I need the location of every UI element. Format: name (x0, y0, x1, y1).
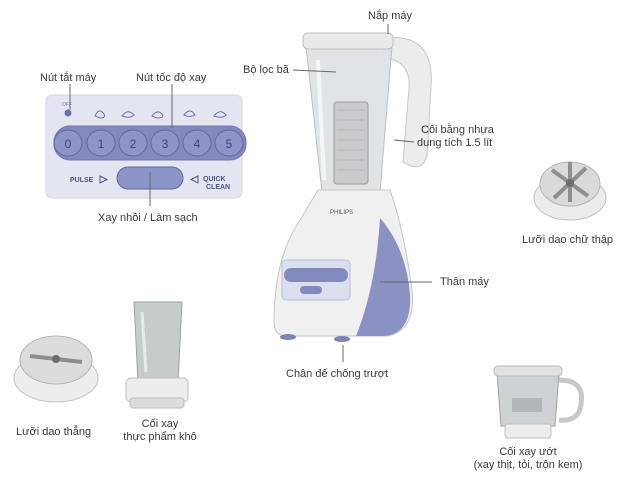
clean-text: CLEAN (206, 184, 230, 191)
leader-lines (69, 24, 432, 362)
label-anti-slip-feet: Chân đế chống trượt (286, 368, 389, 380)
label-cross-blade: Lưỡi dao chữ thập (522, 234, 614, 246)
label-dry-mill-line2: thực phẩm khô (123, 431, 197, 443)
label-dry-mill-line1: Cối xay (141, 418, 179, 430)
label-lid: Nắp máy (368, 10, 413, 22)
speed-button-label-1: 1 (98, 137, 105, 151)
label-straight-blade: Lưỡi dao thẳng (16, 426, 92, 438)
foot-left (280, 334, 296, 340)
speed-button-1[interactable] (86, 129, 116, 157)
speed-button-label-4: 4 (194, 137, 201, 151)
off-text: OFF (62, 102, 72, 108)
quick-text: QUICK (203, 176, 226, 183)
cross-blade-accessory (533, 161, 607, 221)
pulse-text: PULSE (70, 177, 94, 184)
speed-buttons[interactable] (53, 129, 244, 157)
label-body: Thân máy (440, 276, 489, 288)
label-pulse-clean: Xay nhồi / Làm sạch (98, 212, 198, 224)
label-power-off-button: Nút tắt máy (40, 72, 97, 84)
control-panel-closeup: OFF 0 1 2 3 4 5 PULSE QUICK CLEAN (45, 94, 247, 199)
straight-blade-accessory (13, 335, 99, 403)
speed-icons (64, 109, 227, 119)
label-speed-button: Nút tốc độ xay (136, 72, 207, 84)
speed-button-label-3: 3 (162, 137, 169, 151)
speed-button-2[interactable] (118, 129, 148, 157)
speed-button-label-2: 2 (130, 137, 137, 151)
wet-mill-accessory (493, 365, 585, 439)
pulse-arrow-icon (99, 175, 109, 184)
label-wet-mill-line2: (xay thịt, tỏi, trộn kem) (473, 459, 583, 471)
brand-logo: PHILIPS (330, 210, 353, 216)
dry-mill-accessory (125, 301, 189, 409)
jar-handle (382, 36, 432, 168)
speed-button-label-0: 0 (65, 137, 72, 151)
speed-button-5[interactable] (214, 129, 244, 157)
strainer (333, 101, 369, 185)
label-plastic-jar-line2: dung tích 1.5 lít (417, 137, 493, 149)
speed-button-0[interactable] (53, 129, 83, 157)
lid (302, 32, 394, 50)
base-lavender-panel (356, 218, 411, 336)
label-strainer: Bộ lọc bã (243, 64, 289, 76)
foot-right (334, 336, 350, 342)
speed-button-3[interactable] (150, 129, 180, 157)
speed-button-label-5: 5 (226, 137, 233, 151)
quick-clean-arrow-icon (189, 175, 199, 184)
main-blender: PHILIPS (273, 32, 432, 342)
speed-button-4[interactable] (182, 129, 212, 157)
label-plastic-jar-line1: Cối bằng nhựa (421, 124, 494, 136)
label-wet-mill-line1: Cối xay ướt (499, 446, 557, 458)
